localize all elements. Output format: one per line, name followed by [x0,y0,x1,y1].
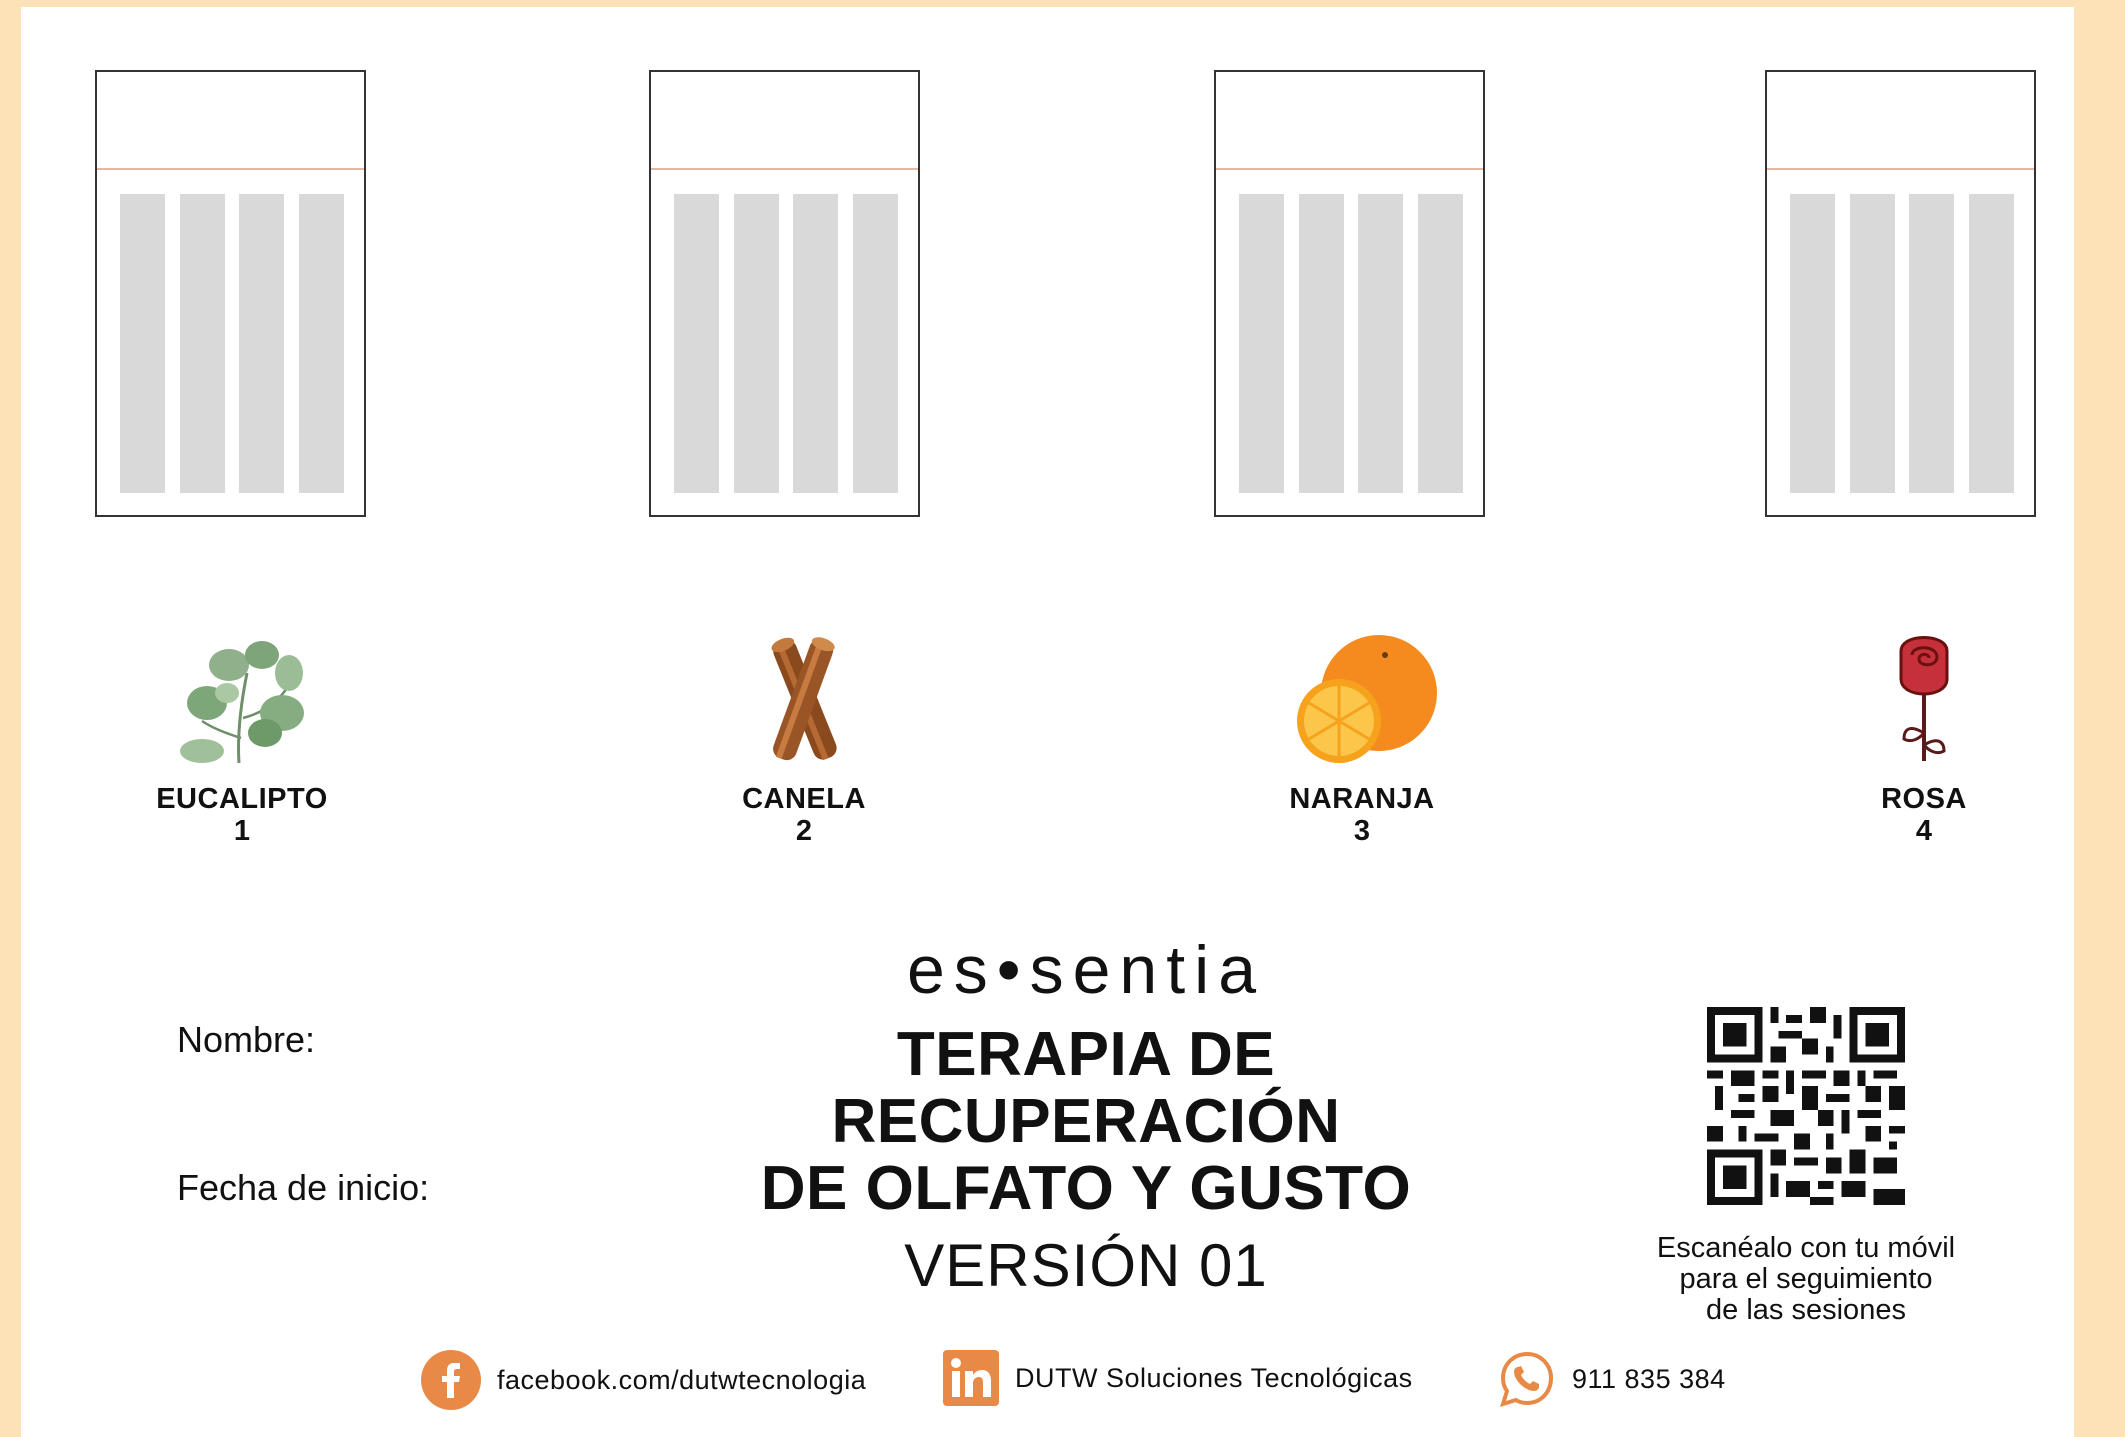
page-title: TERAPIA DE RECUPERACIÓN DE OLFATO Y GUST… [641,1021,1531,1222]
box-bar [674,194,719,493]
box-bar [1239,194,1284,493]
scent-item-canela: CANELA 2 [664,633,944,847]
scent-name: NARANJA [1289,783,1435,815]
box-bar [180,194,225,493]
phone-number[interactable]: 911 835 384 [1572,1363,1726,1394]
box-divider [97,168,364,170]
box-bar [1909,194,1954,493]
box-bar [1969,194,2014,493]
title-line: DE OLFATO Y GUSTO [760,1154,1412,1223]
scent-number: 1 [233,815,251,847]
box-bar [734,194,779,493]
box-bar [1850,194,1895,493]
whatsapp-icon [1499,1351,1554,1408]
footer-phone[interactable]: 911 835 384 [1498,1350,1726,1408]
start-date-label: Fecha de inicio: [177,1167,430,1208]
eucalyptus-icon [180,641,304,764]
box-bar [1299,194,1344,493]
box-divider [1216,168,1483,170]
title-line: RECUPERACIÓN [831,1087,1341,1156]
qr-code[interactable] [1707,1007,1905,1205]
footer-linkedin[interactable]: DUTW Soluciones Tecnológicas [943,1350,1413,1406]
qr-caption-line: de las sesiones [1706,1294,1906,1326]
scent-name: EUCALIPTO [156,783,328,815]
linkedin-link[interactable]: DUTW Soluciones Tecnológicas [1015,1362,1413,1393]
scent-name: CANELA [742,783,866,815]
scent-item-eucalipto: EUCALIPTO 1 [102,633,382,847]
scent-number: 4 [1915,815,1933,847]
facebook-link[interactable]: facebook.com/dutwtecnologia [497,1364,867,1395]
linkedin-icon [943,1350,999,1406]
sample-box-3 [1214,70,1485,517]
scent-item-naranja: NARANJA 3 [1222,633,1502,847]
sample-box-1 [95,70,366,517]
name-label: Nombre: [177,1019,316,1060]
qr-caption-line: Escanéalo con tu móvil [1656,1232,1956,1264]
scent-number: 3 [1353,815,1371,847]
box-divider [651,168,918,170]
page: EUCALIPTO 1 CANELA 2 [21,7,2074,1437]
cinnamon-icon [771,637,837,761]
facebook-icon [421,1350,481,1410]
box-bar [239,194,284,493]
footer-facebook[interactable]: facebook.com/dutwtecnologia [421,1350,866,1410]
sample-box-2 [649,70,920,517]
box-divider [1767,168,2034,170]
rose-icon [1899,636,1949,761]
scent-name: ROSA [1881,783,1967,815]
box-bar [1790,194,1835,493]
sample-box-4 [1765,70,2036,517]
box-bar [1418,194,1463,493]
box-bar [299,194,344,493]
title-line: TERAPIA DE [896,1020,1276,1089]
brand-logo: es•sentia [906,932,1266,1008]
box-bar [1358,194,1403,493]
box-bar [793,194,838,493]
qr-caption: Escanéalo con tu móvil para el seguimien… [1601,1233,2011,1326]
scent-item-rosa: ROSA 4 [1784,633,2064,847]
box-bar [120,194,165,493]
version-label: VERSIÓN 01 [904,1232,1268,1299]
qr-caption-line: para el seguimiento [1679,1263,1933,1295]
scent-number: 2 [795,815,813,847]
box-bar [853,194,898,493]
orange-icon [1297,635,1437,763]
